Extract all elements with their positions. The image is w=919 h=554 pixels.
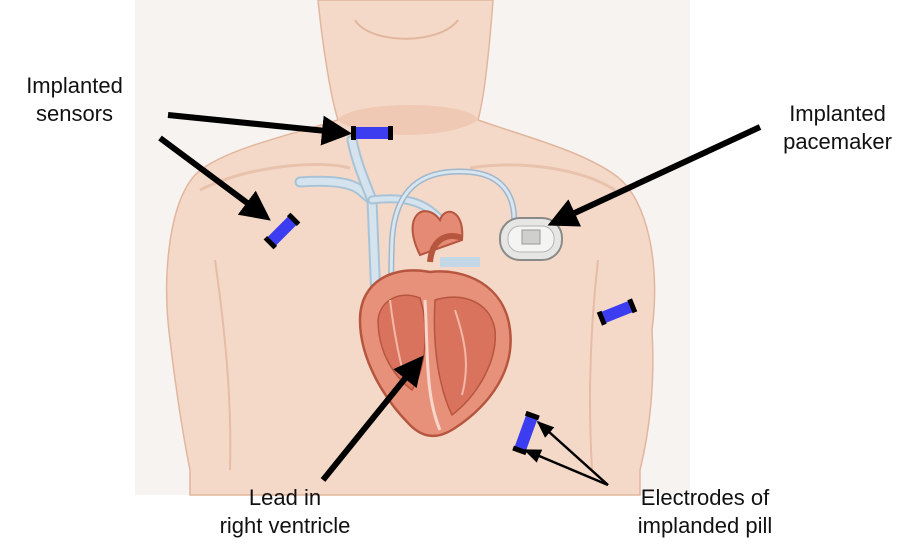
label-implanted-sensors: Implanted sensors [2, 72, 147, 128]
pacemaker-icon [500, 218, 562, 260]
label-lead-right-ventricle: Lead in right ventricle [175, 484, 395, 540]
sensor-icon [351, 126, 393, 140]
label-implanted-pacemaker: Implanted pacemaker [760, 100, 915, 156]
label-electrodes-pill: Electrodes of implanded pill [600, 484, 810, 540]
